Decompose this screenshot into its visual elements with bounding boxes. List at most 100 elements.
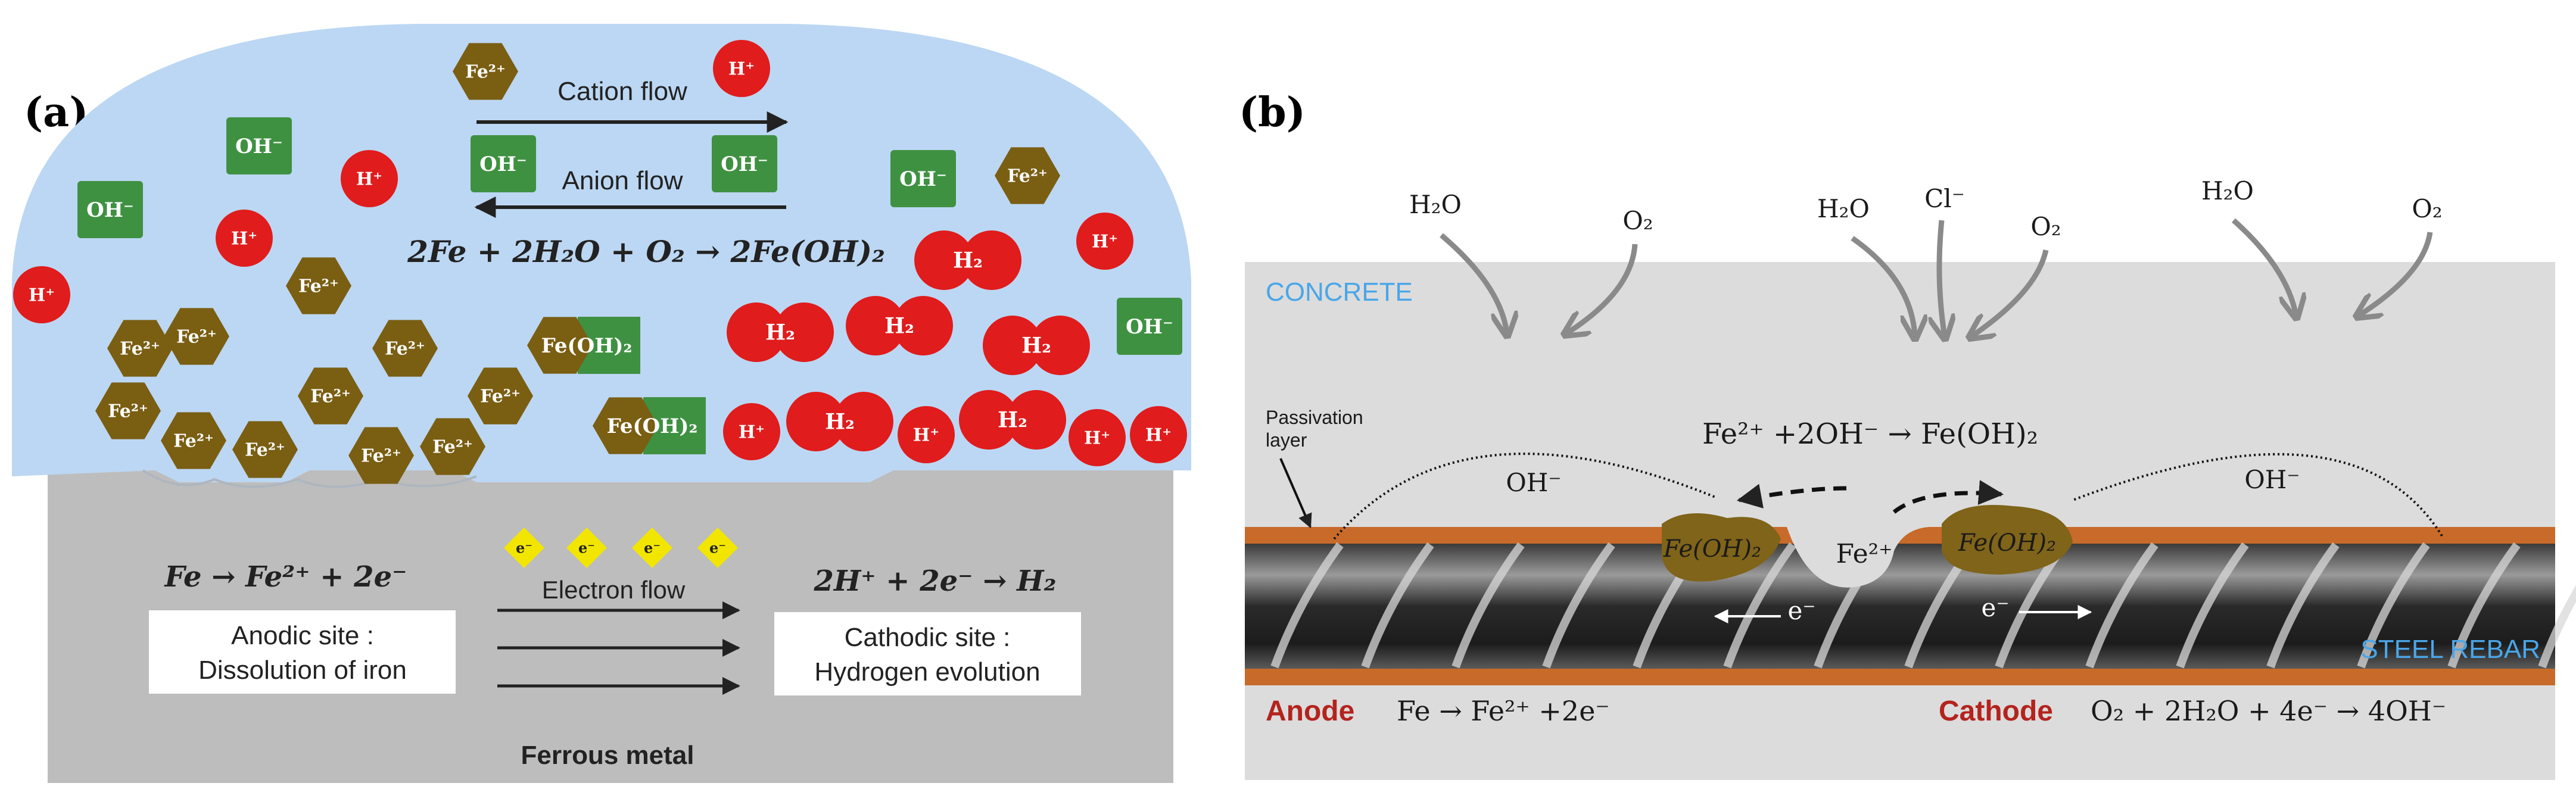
precipitation-reaction: Fe²⁺ +2OH⁻ → Fe(OH)₂ (1702, 417, 2038, 451)
fe-ion-label: Fe²⁺ (310, 386, 351, 407)
h2-atom (914, 230, 974, 290)
rebar-rib (2266, 542, 2340, 669)
fe-ion-label: Fe²⁺ (176, 327, 217, 348)
h2o-label-3: H₂O (2201, 176, 2254, 205)
fe-ion: Fe²⁺ (372, 320, 438, 377)
oh-ion-label: OH⁻ (899, 167, 947, 191)
electron-label: e⁻ (644, 539, 661, 556)
rebar-ribs (1270, 542, 2576, 669)
fe-migration-arrow-left (1736, 483, 1847, 508)
panel-b: (b) CONCRETE Fe(OH)₂ Fe(OH)₂ Fe²⁺ OH⁻ OH… (1239, 89, 2576, 780)
h2-atom (727, 302, 786, 362)
oh-ion-label: OH⁻ (235, 135, 283, 158)
oh-ion: OH⁻ (471, 135, 536, 192)
h-ion-label: H⁺ (356, 169, 382, 190)
h-ion-circle (713, 40, 770, 97)
fe-ion-hexagon (372, 320, 438, 377)
oh-ion-square (890, 150, 956, 207)
fe-ion-label: Fe²⁺ (298, 276, 339, 297)
electron: e⁻ (632, 528, 672, 568)
feoh-label: Fe(OH)₂ (541, 334, 633, 358)
h2o-label-2: H₂O (1817, 194, 1870, 223)
fe-ion-label: Fe²⁺ (465, 62, 506, 83)
electron-label-left: e⁻ (1787, 596, 1815, 625)
electron-layer: e⁻ e⁻ e⁻ e⁻ (504, 528, 738, 568)
fe-ion: Fe²⁺ (298, 367, 363, 425)
rebar-rib (1542, 542, 1615, 669)
fe-ion-hexagon (286, 257, 351, 314)
fe-ion-hexagon (468, 367, 533, 425)
metal-pits (142, 469, 477, 488)
reactant-arrow-5 (1971, 249, 2049, 336)
h2-atom (774, 302, 834, 362)
cathodic-site-box (774, 612, 1081, 695)
oh-ion-square (77, 181, 143, 238)
electron: e⁻ (504, 528, 544, 568)
h2-atom (1007, 390, 1066, 450)
oh-ion-square (1117, 298, 1182, 355)
fe-migration-arrow-right (1892, 480, 2004, 514)
fe-ion-hexagon (420, 418, 485, 475)
electron-label: e⁻ (578, 539, 595, 556)
passivation-pointer (1279, 458, 1312, 529)
rust-product-left-label: Fe(OH)₂ (1663, 535, 1761, 563)
fe-ion-hexagon (161, 412, 226, 469)
reactant-arrow-4 (1939, 220, 1945, 336)
h-ion-circle (898, 406, 955, 463)
oh-ion-label: OH⁻ (86, 198, 134, 222)
h-ion-label: H⁺ (231, 229, 257, 249)
fe-ion-hexagon (107, 320, 173, 377)
steel-rebar (1245, 544, 2555, 669)
h2-label: H₂ (825, 410, 855, 435)
h-ion-label: H⁺ (1092, 232, 1118, 252)
concrete-body (1245, 262, 2555, 780)
h-ion: H⁺ (1076, 213, 1133, 270)
h2-atom (893, 296, 953, 355)
fe-ion: Fe²⁺ (995, 147, 1060, 204)
electron-label-right: e⁻ (1981, 593, 2009, 622)
rebar-rib (2085, 542, 2158, 669)
oh-ion-label: OH⁻ (721, 152, 768, 176)
ion-species-layer: Fe²⁺ Fe²⁺ Fe²⁺ Fe²⁺ Fe²⁺ Fe²⁺ Fe²⁺ Fe²⁺ Fe²⁺ Fe²⁺… (13, 40, 1187, 484)
electrolyte-dome (12, 24, 1191, 482)
h2-atom (786, 392, 846, 451)
oh-ion: OH⁻ (226, 117, 292, 174)
h2-label: H₂ (998, 408, 1027, 433)
rebar-rib (2447, 542, 2521, 669)
h-ion-circle (216, 210, 273, 267)
h-ion: H⁺ (216, 210, 273, 267)
fe-ion: Fe²⁺ (286, 257, 351, 314)
rebar-rib (1270, 542, 1344, 669)
fe-ion: Fe²⁺ (107, 320, 173, 377)
fe-ion: Fe²⁺ (348, 427, 414, 484)
h2-molecule: H₂ (727, 302, 834, 362)
cl-label: Cl⁻ (1924, 184, 1965, 213)
fe-ion-label: Fe²⁺ (1836, 539, 1892, 569)
anodic-reaction: Fe → Fe²⁺ + 2e⁻ (164, 560, 407, 594)
h2-atom (962, 230, 1021, 290)
h-ion-label: H⁺ (29, 285, 55, 306)
passivation-label-2: layer (1266, 429, 1307, 451)
h2-molecule: H₂ (914, 230, 1021, 290)
corrosion-pit (1787, 526, 1942, 588)
electron-flow-label: Electron flow (542, 576, 686, 604)
electron: e⁻ (697, 528, 738, 568)
h-ion-label: H⁺ (913, 425, 939, 446)
cathodic-reaction: 2H⁺ + 2e⁻ → H₂ (813, 564, 1056, 598)
h2-molecule: H₂ (786, 392, 893, 451)
fe-ion-label: Fe²⁺ (108, 401, 148, 422)
concrete-top-white (1245, 167, 2555, 262)
fe-ion-hexagon (95, 382, 161, 439)
fe-ion: Fe²⁺ (468, 367, 533, 425)
oh-ion-label: OH⁻ (479, 152, 527, 176)
fe-ion-label: Fe²⁺ (120, 339, 160, 360)
oh-label-left: OH⁻ (1506, 468, 1561, 497)
h2-label: H₂ (765, 320, 795, 345)
anode-word: Anode (1266, 695, 1354, 727)
fe-ion-hexagon (348, 427, 414, 484)
passivation-label-1: Passivation (1266, 407, 1363, 428)
reactant-arrow-2 (1566, 244, 1638, 333)
h2-label: H₂ (1021, 333, 1051, 358)
oh-flow-arc-left (1333, 453, 1716, 540)
